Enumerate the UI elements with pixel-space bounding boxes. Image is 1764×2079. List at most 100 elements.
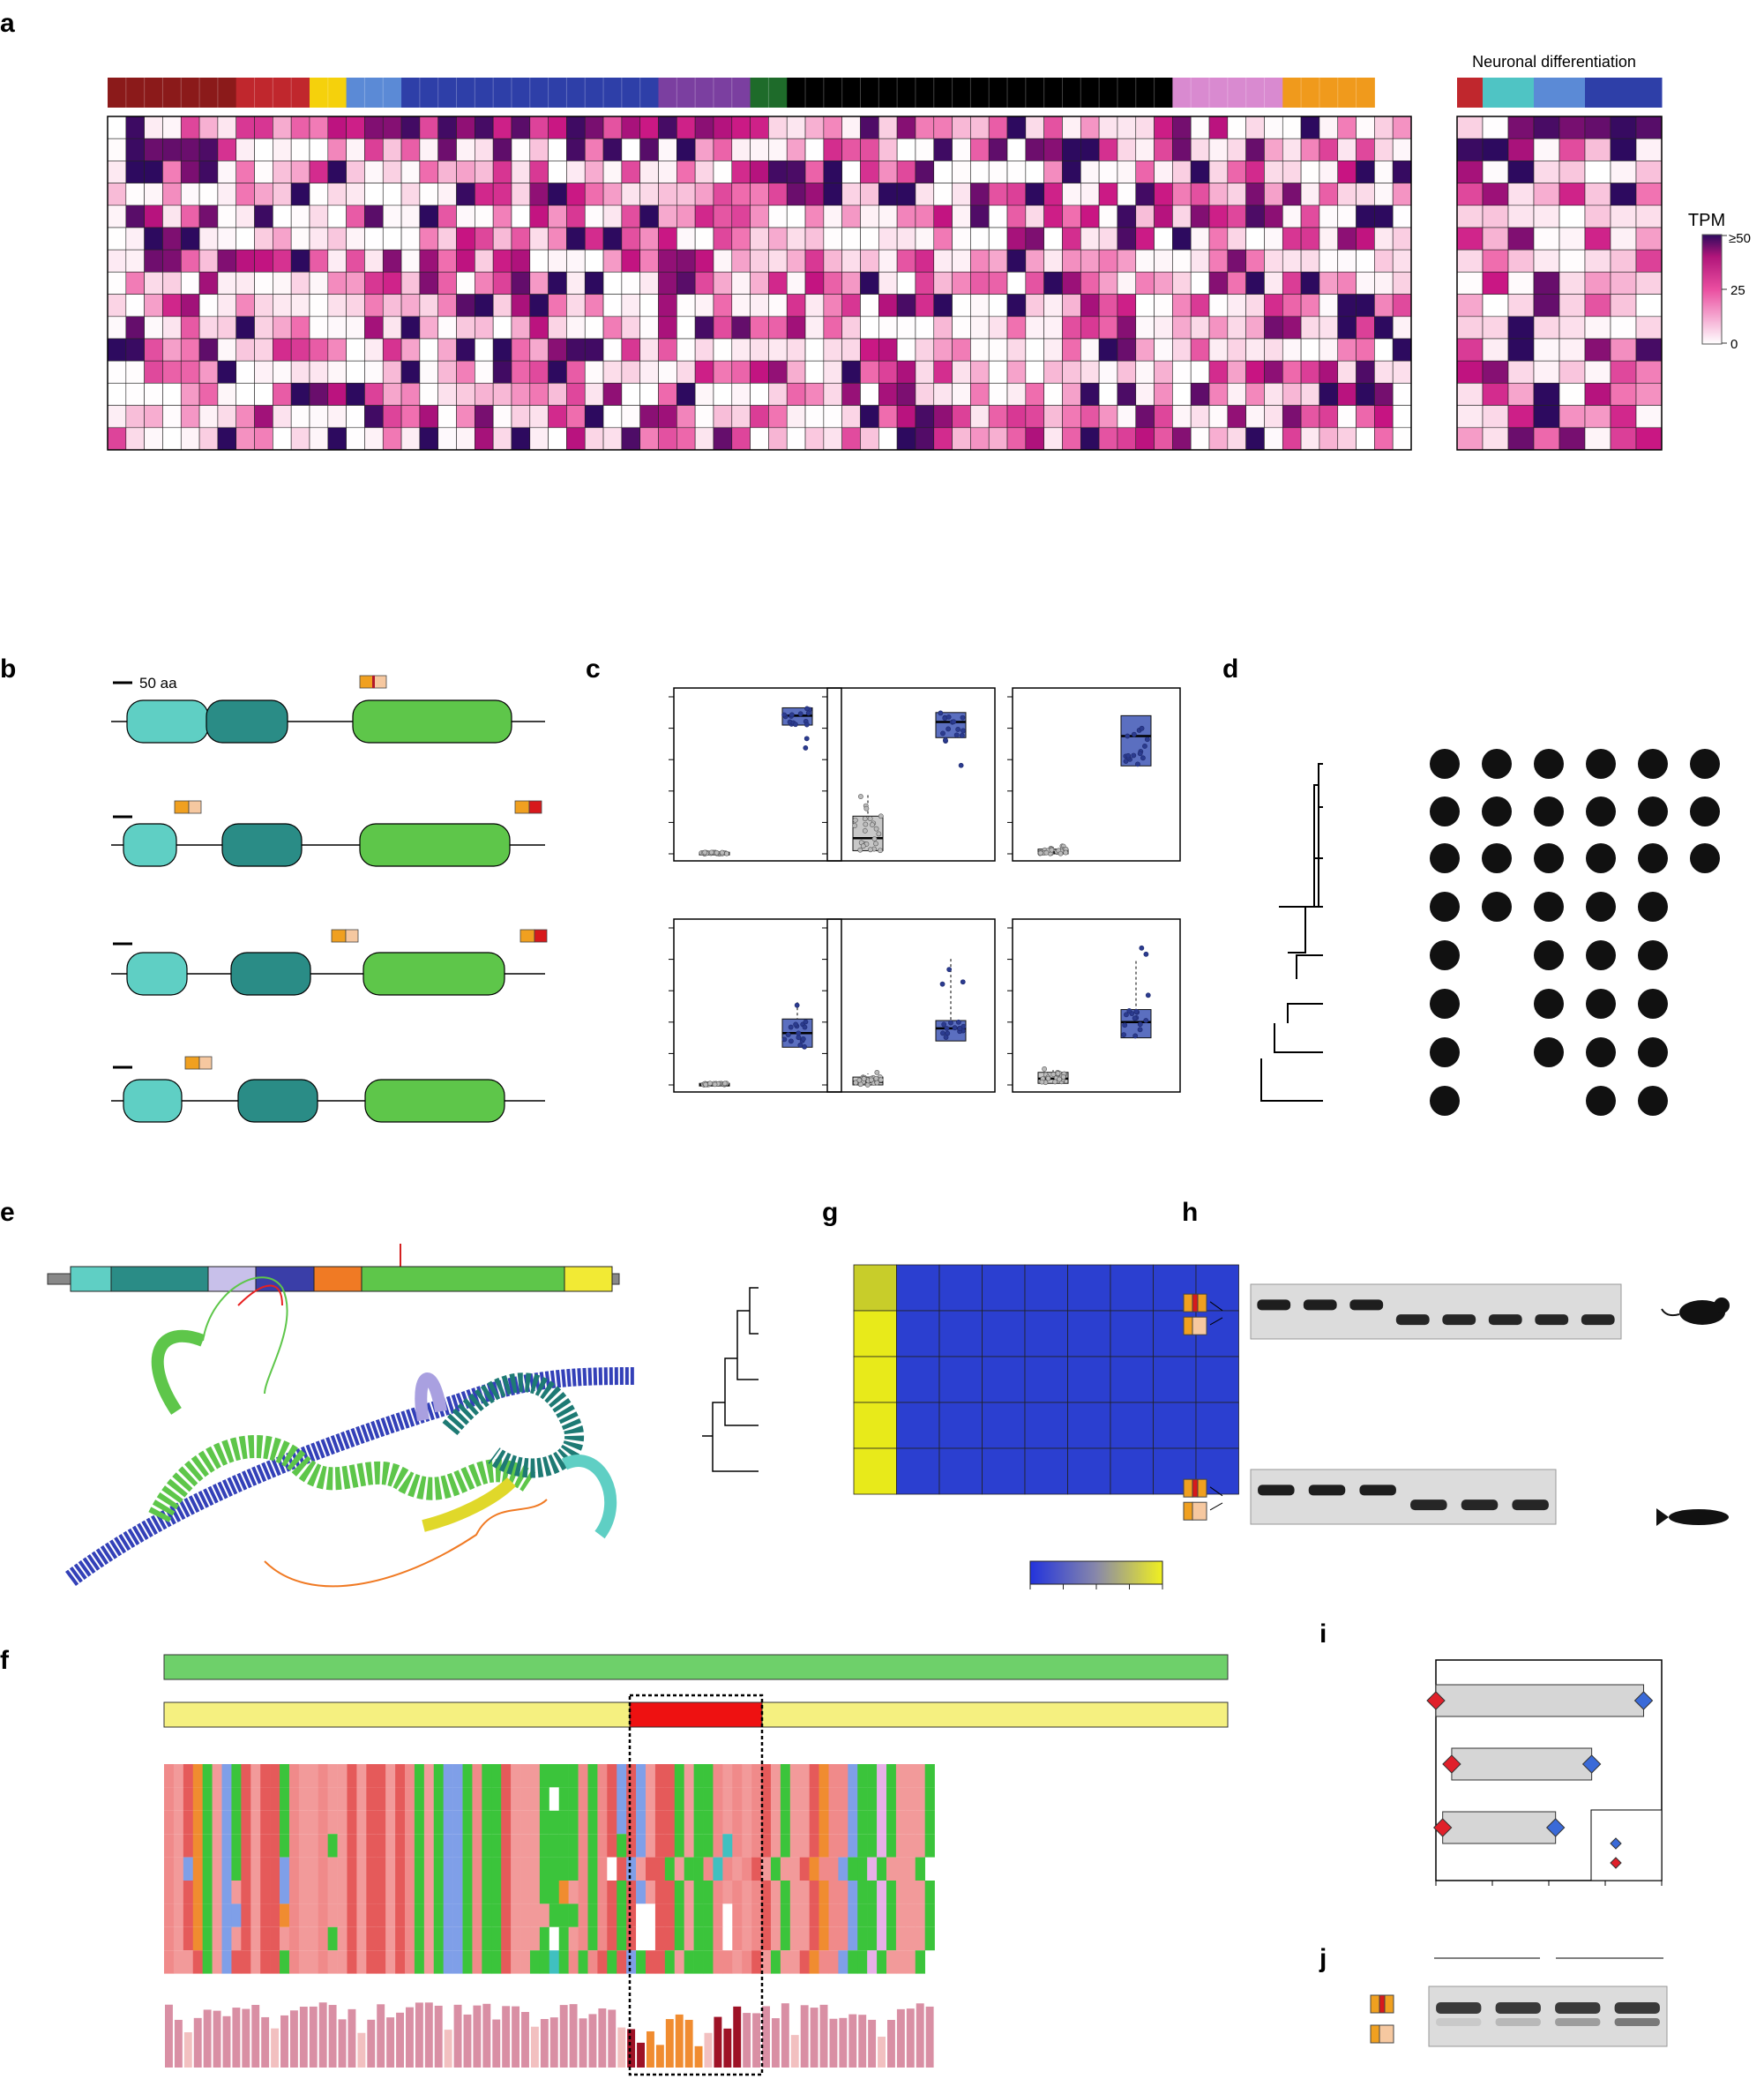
conservation-bar [261,2016,270,2068]
nd-heatmap-cell [1610,427,1637,451]
residue-cell [597,1857,608,1881]
residue-cell [607,1764,617,1788]
heatmap-cell [933,183,953,206]
heatmap-cell [1025,227,1044,251]
residue-cell [212,1834,222,1858]
residue-cell [617,1764,627,1788]
heatmap-cell [713,383,733,406]
heatmap-cell [1319,249,1339,273]
nd-heatmap-cell [1610,249,1637,273]
residue-cell [501,1903,512,1927]
residue-cell [221,1881,232,1904]
gel-band-skipping [1614,2018,1660,2026]
residue-cell [327,1857,338,1881]
heatmap-cell [180,338,200,362]
data-point [960,979,966,985]
heatmap-cell [878,360,898,384]
residue-cell [751,1881,762,1904]
heatmap-cell [1154,360,1173,384]
heatmap-cell [511,294,531,318]
residue-cell [414,1857,425,1881]
heatmap-cell [456,338,475,362]
conservation-bar [530,2026,539,2068]
heatmap-cell [731,405,751,429]
heatmap-cell [676,383,696,406]
presence-dot [1586,989,1616,1019]
residue-cell [867,1903,878,1927]
heatmap-cell [1319,427,1339,451]
nd-heatmap-cell [1558,405,1586,429]
heatmap-cell [273,205,292,228]
residue-cell [433,1881,444,1904]
heatmap-cell [602,338,623,362]
heatmap-cell [952,405,971,429]
heatmap-cell [437,205,457,228]
heatmap-cell [492,338,512,362]
heatmap-cell [327,272,347,295]
nd-bar-3 [1585,78,1663,108]
heatmap-cell [1117,183,1137,206]
residue-cell [924,1903,935,1927]
residue-cell [587,1764,598,1788]
heatmap-cell [217,360,237,384]
residue-cell [241,1764,251,1788]
residue-cell [280,1950,290,1974]
residue-cell [770,1834,781,1858]
residue-cell [664,1857,676,1881]
heatmap-cell [1227,405,1246,429]
panel-b-letter: b [0,654,16,684]
mic-loop [237,1284,283,1306]
heatmap-cell [400,294,421,318]
residue-cell [433,1764,444,1788]
mic-cell [982,1402,1026,1449]
residue-cell [818,1881,829,1904]
heatmap-cell [1227,161,1246,183]
zebrafish-icon [1669,1509,1729,1525]
heatmap-cell [1062,183,1081,206]
residue-cell [838,1764,848,1788]
residue-cell [183,1857,194,1881]
heatmap-cell [162,116,182,139]
data-point [1145,992,1151,998]
heatmap-cell [823,360,842,384]
heatmap-cell [768,383,788,406]
heatmap-cell [731,294,751,318]
heatmap-cell [437,227,457,251]
gel-band-skipping [1436,2018,1482,2026]
residue-cell [462,1926,473,1951]
heatmap-cell [750,116,769,139]
residue-cell [607,1834,617,1858]
residue-cell [491,1787,502,1811]
conservation-bar [222,2015,231,2068]
residue-cell [270,1926,280,1951]
residue-cell [549,1903,560,1927]
heatmap-cell [713,138,733,161]
data-point [794,1002,800,1008]
heatmap-cell [273,360,292,384]
heatmap-cell [1300,138,1320,161]
heatmap-cell [896,360,916,384]
residue-cell [472,1903,482,1927]
residue-cell [520,1834,531,1858]
data-point [878,813,884,819]
heatmap-cell [1172,161,1192,183]
residue-cell [443,1834,453,1858]
exon-icon [1384,1994,1394,2014]
heatmap-cell [566,249,586,273]
residue-cell [915,1903,925,1927]
residue-cell [654,1764,666,1788]
data-point [1124,1012,1129,1018]
mic-cell [853,1310,897,1357]
residue-cell [385,1881,396,1904]
heatmap-cell [566,138,586,161]
residue-cell [231,1950,242,1974]
residue-cell [260,1903,271,1927]
heatmap-cell [1080,427,1100,451]
residue-cell [587,1787,598,1811]
heatmap-cell [804,272,825,295]
heatmap-cell [1117,338,1137,362]
nd-heatmap-cell [1584,338,1611,362]
heatmap-cell [1300,227,1320,251]
data-point [1060,1073,1066,1080]
data-point [960,728,966,734]
